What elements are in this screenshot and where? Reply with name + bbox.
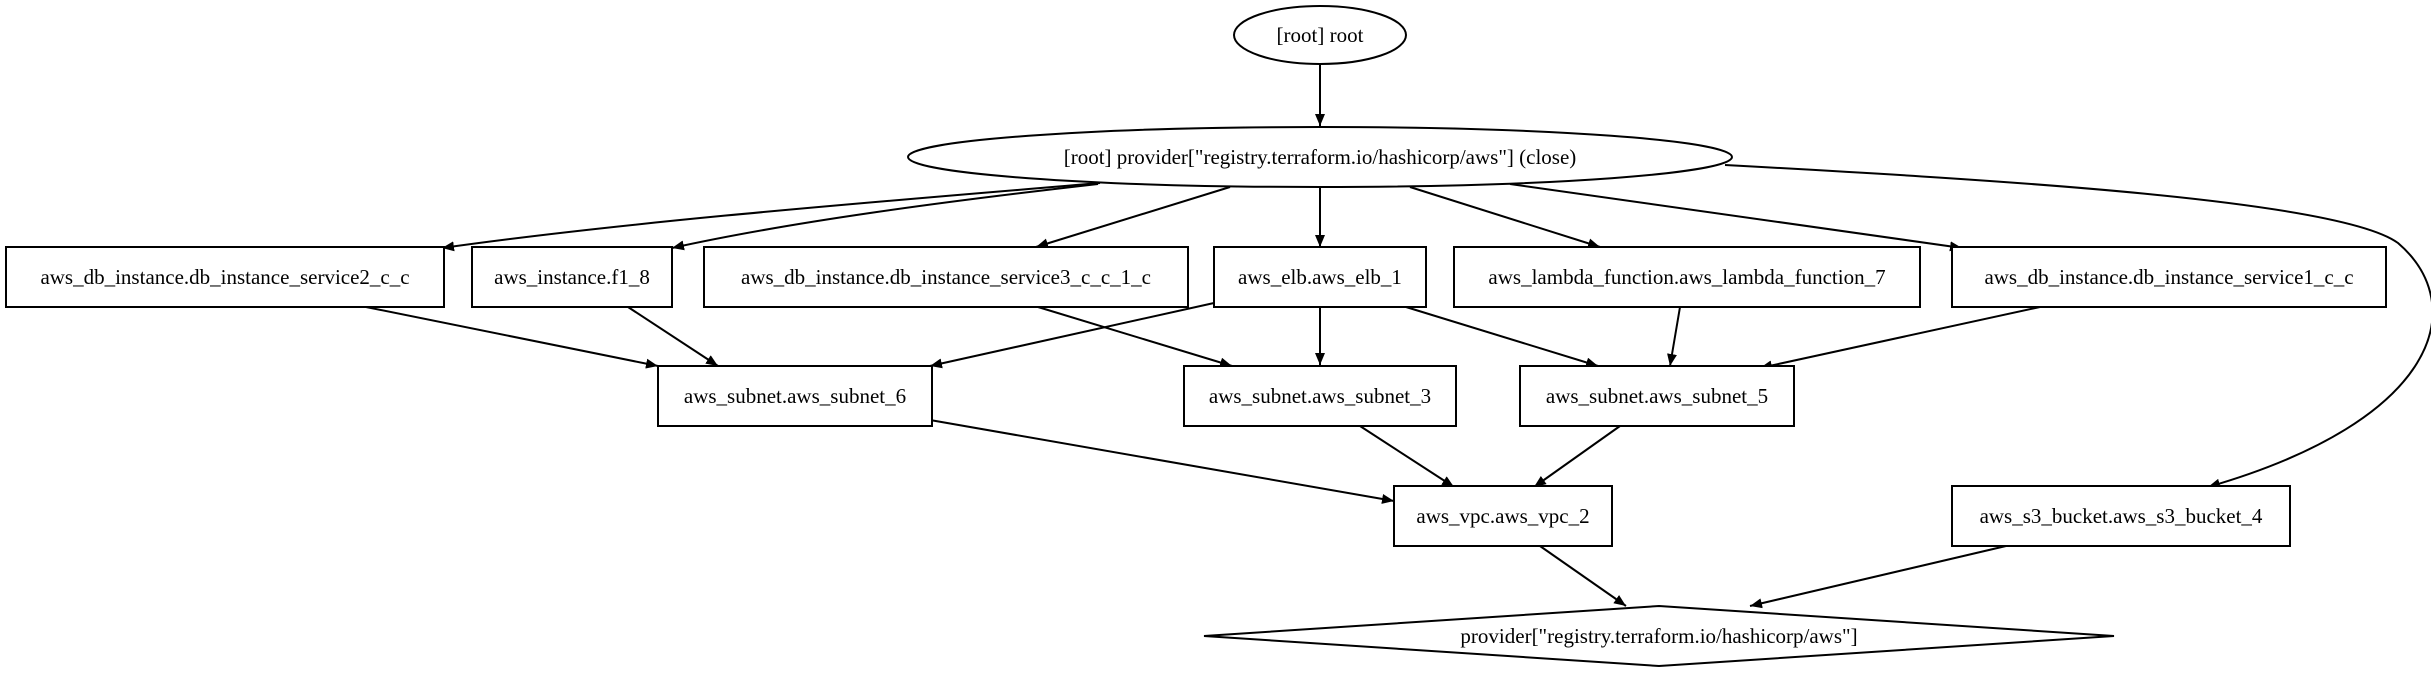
node-subnet6[interactable]: aws_subnet.aws_subnet_6 xyxy=(657,365,933,427)
node-db-service2[interactable]: aws_db_instance.db_instance_service2_c_c xyxy=(5,246,445,308)
edge-subnet6-to-vpc2 xyxy=(929,419,1395,504)
node-provider-close-label: [root] provider["registry.terraform.io/h… xyxy=(1064,145,1577,169)
node-vpc2-label: aws_vpc.aws_vpc_2 xyxy=(1416,504,1589,528)
node-db-service1-label: aws_db_instance.db_instance_service1_c_c xyxy=(1984,265,2353,289)
node-subnet5[interactable]: aws_subnet.aws_subnet_5 xyxy=(1519,365,1795,427)
node-root[interactable]: [root] root xyxy=(1233,5,1407,65)
node-db-service2-label: aws_db_instance.db_instance_service2_c_c xyxy=(40,265,409,289)
node-subnet3-label: aws_subnet.aws_subnet_3 xyxy=(1209,384,1431,408)
edge-elb-to-subnet6 xyxy=(929,302,1215,369)
edge-db-service1-to-subnet5 xyxy=(1759,306,2041,371)
edges xyxy=(365,64,2431,609)
edge-s3-to-provider xyxy=(1749,545,2007,609)
node-provider[interactable]: provider["registry.terraform.io/hashicor… xyxy=(1203,604,2115,668)
node-provider-label: provider["registry.terraform.io/hashicor… xyxy=(1460,624,1857,648)
edge-provider-close-to-db-service3 xyxy=(1035,186,1231,249)
edge-lambda-to-subnet5 xyxy=(1667,306,1681,367)
edge-db-service2-to-subnet6 xyxy=(365,306,659,369)
edge-instance-f1-to-subnet6 xyxy=(627,306,719,367)
node-subnet6-label: aws_subnet.aws_subnet_6 xyxy=(684,384,906,408)
edge-subnet3-to-vpc2 xyxy=(1359,425,1455,488)
node-subnet5-label: aws_subnet.aws_subnet_5 xyxy=(1546,384,1768,408)
node-root-label: [root] root xyxy=(1277,23,1364,47)
node-db-service3-label: aws_db_instance.db_instance_service3_c_c… xyxy=(741,265,1151,289)
node-instance-f1[interactable]: aws_instance.f1_8 xyxy=(471,246,673,308)
edge-provider-close-to-lambda xyxy=(1409,186,1601,249)
node-elb[interactable]: aws_elb.aws_elb_1 xyxy=(1213,246,1427,308)
edge-subnet5-to-vpc2 xyxy=(1533,425,1621,488)
node-provider-close[interactable]: [root] provider["registry.terraform.io/h… xyxy=(907,126,1733,188)
edge-vpc2-to-provider xyxy=(1539,545,1627,607)
edge-elb-to-subnet5 xyxy=(1405,306,1599,368)
edge-provider-close-to-db-service1 xyxy=(1509,183,1963,252)
node-db-service3[interactable]: aws_db_instance.db_instance_service3_c_c… xyxy=(703,246,1189,308)
node-s3[interactable]: aws_s3_bucket.aws_s3_bucket_4 xyxy=(1951,485,2291,547)
node-s3-label: aws_s3_bucket.aws_s3_bucket_4 xyxy=(1980,504,2263,528)
edge-db-service3-to-subnet3 xyxy=(1037,306,1233,368)
edge-provider-close-to-s3 xyxy=(1724,164,2431,489)
node-lambda-label: aws_lambda_function.aws_lambda_function_… xyxy=(1488,265,1885,289)
edge-provider-close-to-instance-f1 xyxy=(671,183,1099,251)
node-subnet3[interactable]: aws_subnet.aws_subnet_3 xyxy=(1183,365,1457,427)
node-elb-label: aws_elb.aws_elb_1 xyxy=(1238,265,1402,289)
edge-provider-close-to-db-service2 xyxy=(441,182,1101,252)
node-db-service1[interactable]: aws_db_instance.db_instance_service1_c_c xyxy=(1951,246,2387,308)
node-lambda[interactable]: aws_lambda_function.aws_lambda_function_… xyxy=(1453,246,1921,308)
node-vpc2[interactable]: aws_vpc.aws_vpc_2 xyxy=(1393,485,1613,547)
node-instance-f1-label: aws_instance.f1_8 xyxy=(494,265,650,289)
